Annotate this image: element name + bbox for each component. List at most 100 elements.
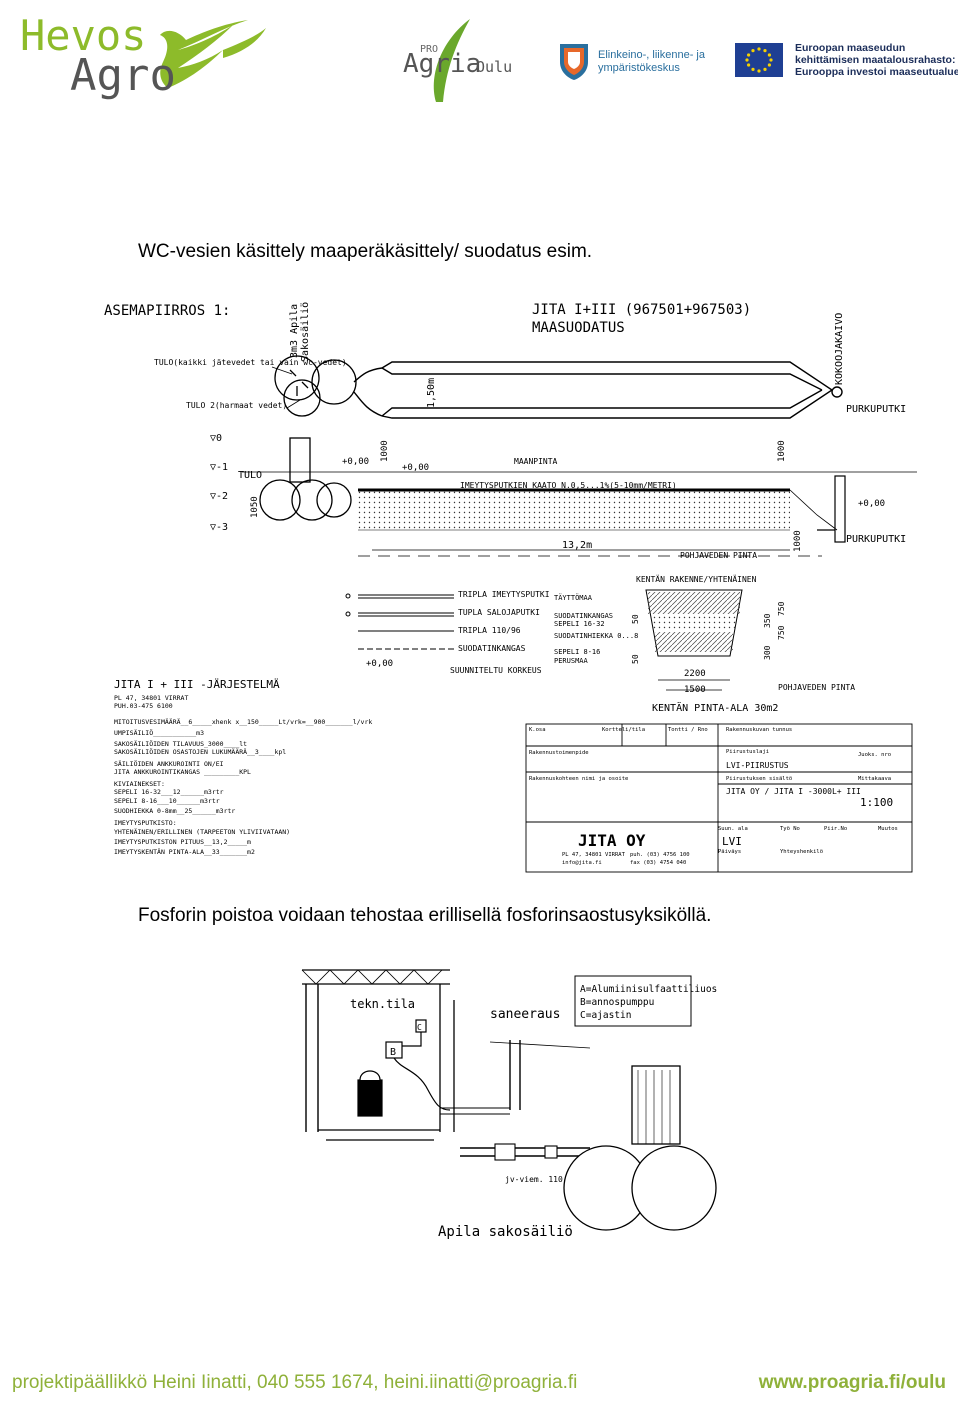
svg-text:KIVIAINEKSET:: KIVIAINEKSET: xyxy=(114,780,165,788)
title-block xyxy=(525,723,913,873)
svg-text:SÄILIÖIDEN ANKKUROINTI ON/EI: SÄILIÖIDEN ANKKUROINTI ON/EI xyxy=(114,759,224,768)
svg-text:SAKOSÄILIÖIDEN TILAVUUS_3000__: SAKOSÄILIÖIDEN TILAVUUS_3000____lt xyxy=(114,739,247,748)
svg-text:Kortteli/tila: Kortteli/tila xyxy=(602,727,645,733)
kokoojakaivo-label: KOKOOJAKAIVO xyxy=(834,313,845,385)
svg-text:▽-3: ▽-3 xyxy=(210,522,228,533)
svg-text:IMEYTYSPUTKISTO:: IMEYTYSPUTKISTO: xyxy=(114,819,177,827)
jita-desc-text: JITA OY / JITA I -3000L+ III xyxy=(726,787,861,796)
maasuodatus-title: MAASUODATUS xyxy=(532,320,625,336)
soil-filtration-drawing: ASEMAPIIRROS 1: JITA I+III (967501+96750… xyxy=(104,302,917,873)
eu-logo: Euroopan maaseudun kehittämisen maatalou… xyxy=(735,42,958,78)
sakosailio-label: Sakosäiliö xyxy=(300,302,311,362)
hevosagro-wing-icon xyxy=(160,20,266,88)
field-dims-left: 50 50 xyxy=(631,614,640,664)
plan-pipes xyxy=(353,361,843,419)
tulo-label: TULO xyxy=(238,470,262,481)
svg-text:MITOITUSVESIMÄÄRÄ__6_____xhenk: MITOITUSVESIMÄÄRÄ__6_____xhenk x__150___… xyxy=(114,717,372,726)
outlet-well xyxy=(817,475,846,543)
dim-1000b: 1000 xyxy=(777,440,787,462)
apila-sakosailio-label: Apila sakosäiliö xyxy=(438,1224,573,1240)
svg-text:Suun. ala: Suun. ala xyxy=(718,826,748,832)
svg-text:50: 50 xyxy=(631,654,640,664)
svg-text:info@jita.fi: info@jita.fi xyxy=(562,860,602,866)
svg-text:Yhteyshenkilö: Yhteyshenkilö xyxy=(780,849,823,855)
svg-text:PERUSMAA: PERUSMAA xyxy=(554,657,589,665)
svg-text:Rakennuskohteen nimi ja osoite: Rakennuskohteen nimi ja osoite xyxy=(529,776,628,782)
maanpinta-label: MAANPINTA xyxy=(514,457,558,466)
pipe-legend xyxy=(345,593,454,650)
dim-1500: 1500 xyxy=(684,685,706,695)
svg-text:K.osa: K.osa xyxy=(529,727,546,733)
svg-text:Muutos: Muutos xyxy=(878,826,898,832)
svg-text:SUODATINHIEKKA 0...8: SUODATINHIEKKA 0...8 xyxy=(554,632,638,640)
ground-surface xyxy=(242,471,917,557)
asemapiirros-label: ASEMAPIIRROS 1: xyxy=(104,303,230,319)
field-dims-right: 750 350 750 300 xyxy=(763,601,786,660)
ely-emblem-icon xyxy=(560,44,588,80)
svg-text:Rakennuskuvan tunnus: Rakennuskuvan tunnus xyxy=(726,727,792,733)
svg-text:▽0: ▽0 xyxy=(210,433,222,444)
chemical-legend: A=Alumiinisulfaattiliuos B=annospumppu C… xyxy=(580,984,717,1021)
legend-labels: TRIPLA IMEYTYSPUTKI TUPLA SALOJAPUTKI TR… xyxy=(450,590,550,675)
svg-text:SUODHIEKKA 0-8mm__25______m3rt: SUODHIEKKA 0-8mm__25______m3rtr xyxy=(114,807,235,815)
svg-text:Työ No: Työ No xyxy=(780,826,800,832)
phosphorus-unit-drawing: tekn.tila B C A=Alumiinisulfaattiliuos B… xyxy=(301,969,717,1240)
plus000-c: +0,00 xyxy=(858,499,885,509)
section-tanks xyxy=(259,437,352,521)
label-c: C xyxy=(417,1023,422,1032)
eu-flag-icon xyxy=(735,43,783,77)
svg-text:IMEYTYSPUTKISTON PITUUS__13,2_: IMEYTYSPUTKISTON PITUUS__13,2_____m xyxy=(114,838,251,846)
eu-line3: Eurooppa investoi maaseutualueisiin xyxy=(795,66,958,78)
svg-text:PL 47, 34801 VIRRAT: PL 47, 34801 VIRRAT xyxy=(562,852,626,858)
svg-text:TRIPLA 110/96: TRIPLA 110/96 xyxy=(458,626,521,635)
tekn-tila-label: tekn.tila xyxy=(350,997,415,1011)
hevos-text: Hevos xyxy=(20,11,146,60)
svg-text:750: 750 xyxy=(777,625,786,640)
proagria-leaf-icon xyxy=(433,19,470,102)
system-specs: MITOITUSVESIMÄÄRÄ__6_____xhenk x__150___… xyxy=(114,717,372,856)
dim-1050: 1050 xyxy=(250,496,260,518)
tulo-harmaat-label: TULO 2(harmaat vedet) xyxy=(186,401,287,410)
svg-text:TRIPLA IMEYTYSPUTKI: TRIPLA IMEYTYSPUTKI xyxy=(458,590,550,599)
footer-website-link[interactable]: www.proagria.fi/oulu xyxy=(758,1372,946,1393)
svg-text:SUODATINKANGAS: SUODATINKANGAS xyxy=(458,644,526,653)
kentan-rakenne-label: KENTÄN RAKENNE/YHTENÄINEN xyxy=(636,574,757,584)
system-title: JITA I + III -JÄRJESTELMÄ xyxy=(114,678,280,691)
svg-text:50: 50 xyxy=(631,614,640,624)
svg-text:fax (03) 4754 040: fax (03) 4754 040 xyxy=(630,860,686,866)
caption-wc-treatment: WC-vesien käsittely maaperäkäsittely/ su… xyxy=(138,241,593,262)
svg-text:Mittakaava: Mittakaava xyxy=(858,776,891,782)
proagria-region-text: Oulu xyxy=(476,58,512,76)
saneeraus-label: saneeraus xyxy=(490,1007,560,1022)
ground-and-pipes xyxy=(440,1040,591,1161)
dosing-equipment xyxy=(357,1019,451,1117)
ely-logo: Elinkeino-, liikenne- ja ympäristökeskus xyxy=(560,44,706,80)
purkuputki-bottom-label: PURKUPUTKI xyxy=(846,534,906,545)
apila-label: 3m3 Apila xyxy=(289,304,300,358)
jita-title: JITA I+III (967501+967503) xyxy=(532,302,751,318)
svg-text:SEPELI 16-32: SEPELI 16-32 xyxy=(554,620,605,628)
svg-text:IMEYTYSKENTÄN PINTA-ALA__33___: IMEYTYSKENTÄN PINTA-ALA__33_______m2 xyxy=(114,847,255,856)
svg-text:UMPISÄILIÖ___________m3: UMPISÄILIÖ___________m3 xyxy=(114,728,204,737)
dim-150: 1,50m xyxy=(426,378,437,408)
eu-line2: kehittämisen maatalousrahasto: xyxy=(795,54,955,66)
jv-viem-label: jv-viem. 110 xyxy=(505,1175,563,1184)
svg-text:350: 350 xyxy=(763,613,772,628)
field-cross-section xyxy=(645,589,743,657)
svg-text:PL 47, 34801 VIRRAT: PL 47, 34801 VIRRAT xyxy=(114,694,188,702)
dim-1000a: 1000 xyxy=(380,440,390,462)
svg-text:TUPLA SALOJAPUTKI: TUPLA SALOJAPUTKI xyxy=(458,608,540,617)
ely-line2: ympäristökeskus xyxy=(598,62,680,74)
plus000-b: +0,00 xyxy=(402,463,429,473)
jita-company-logo: JITA OY xyxy=(578,831,646,850)
svg-text:SEPELI 16-32___12______m3rtr: SEPELI 16-32___12______m3rtr xyxy=(114,788,224,796)
svg-text:Tontti / Rno: Tontti / Rno xyxy=(668,727,708,733)
svg-text:Päiväys: Päiväys xyxy=(718,849,741,855)
imeytysputkien-label: IMEYTYSPUTKIEN KAATO N.0,5...1%(5-10mm/M… xyxy=(460,481,677,490)
svg-text:Rakennustoimenpide: Rakennustoimenpide xyxy=(529,750,589,756)
chemical-legend-box xyxy=(574,975,692,1027)
svg-text:300: 300 xyxy=(763,645,772,660)
pohjavesi-field-label: POHJAVEDEN PINTA xyxy=(778,683,855,692)
scale-text: 1:100 xyxy=(860,796,893,809)
eu-line1: Euroopan maaseudun xyxy=(795,42,905,54)
